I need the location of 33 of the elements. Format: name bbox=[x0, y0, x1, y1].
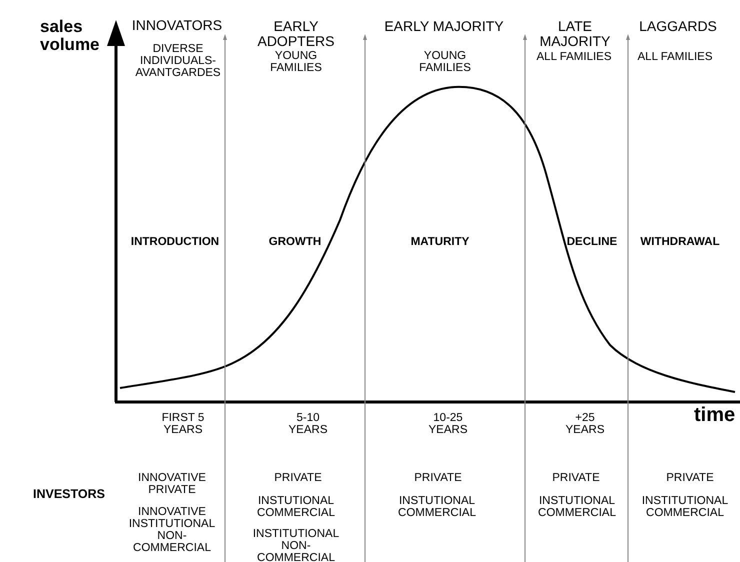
adopter-group-heading: INNOVATORS bbox=[132, 17, 222, 33]
investor-type: INSTITUTIONAL NON-COMMERCIAL bbox=[252, 528, 340, 562]
investor-type: INSTITUTIONAL COMMERCIAL bbox=[642, 495, 728, 520]
adopter-description: YOUNG FAMILIES bbox=[270, 50, 322, 74]
axis-title: sales volume bbox=[40, 17, 100, 54]
phase-label: DECLINE bbox=[566, 236, 618, 248]
investor-type: INNOVATIVE PRIVATE bbox=[138, 472, 206, 496]
adopter-description: DIVERSE INDIVIDUALS-AVANTGARDES bbox=[135, 43, 221, 80]
investor-type: INSTUTIONAL COMMERCIAL bbox=[257, 495, 335, 520]
row-heading: INVESTORS bbox=[33, 487, 106, 501]
investor-type: INSTUTIONAL COMMERCIAL bbox=[538, 495, 616, 520]
period-label: FIRST 5 YEARS bbox=[162, 412, 204, 436]
adopter-group-heading: EARLY ADOPTERS bbox=[257, 18, 334, 49]
phase-label: MATURITY bbox=[410, 236, 470, 248]
adopter-description: ALL FAMILIES bbox=[536, 51, 612, 63]
phase-label: INTRODUCTION bbox=[130, 236, 220, 248]
axis-title: time bbox=[694, 404, 736, 426]
period-label: +25 YEARS bbox=[566, 412, 604, 436]
investor-type: PRIVATE bbox=[274, 472, 322, 484]
investor-type: PRIVATE bbox=[666, 472, 714, 484]
period-label: 10-25 YEARS bbox=[428, 412, 468, 436]
adopter-group-heading: LATE MAJORITY bbox=[540, 18, 610, 49]
adopter-group-heading: LAGGARDS bbox=[639, 18, 717, 34]
investor-type: INNOVATIVE INSTITUTIONAL NON-COMMERCIAL bbox=[128, 506, 216, 554]
phase-label: GROWTH bbox=[268, 236, 322, 248]
investor-type: PRIVATE bbox=[552, 472, 600, 484]
investor-type: INSTUTIONAL COMMERCIAL bbox=[398, 495, 476, 520]
adopter-description: YOUNG FAMILIES bbox=[419, 50, 471, 74]
adopter-group-heading: EARLY MAJORITY bbox=[384, 18, 504, 34]
phase-label: WITHDRAWAL bbox=[640, 236, 720, 248]
period-label: 5-10 YEARS bbox=[288, 412, 328, 436]
adopter-description: ALL FAMILIES bbox=[638, 51, 712, 63]
investor-type: PRIVATE bbox=[414, 472, 462, 484]
